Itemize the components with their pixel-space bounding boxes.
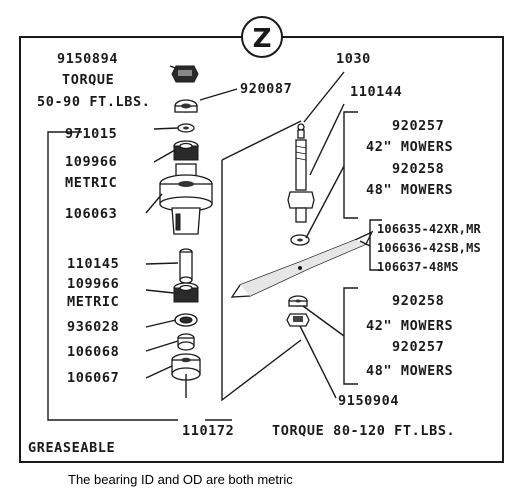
section-badge: Z	[241, 16, 283, 58]
grease-fitting-1030-part	[297, 123, 305, 139]
label-torque-top-value: 50-90 FT.LBS.	[37, 94, 150, 110]
label-upper-920258: 920258	[392, 161, 444, 177]
label-106068: 106068	[67, 344, 119, 360]
label-106063: 106063	[65, 206, 117, 222]
bearing-109966-top-part	[173, 140, 199, 161]
section-letter: Z	[253, 24, 272, 54]
label-metric-top: METRIC	[65, 175, 117, 191]
washer-lower-part	[288, 295, 308, 307]
label-torque-bottom: TORQUE 80-120 FT.LBS.	[272, 423, 455, 439]
label-109966-top: 109966	[65, 154, 117, 170]
leader-lines	[47, 65, 382, 421]
nut-9150904-part	[286, 313, 310, 327]
image-caption: The bearing ID and OD are both metric	[68, 472, 293, 487]
label-blade-106636: 106636-42SB,MS	[377, 241, 481, 255]
label-metric-bottom: METRIC	[67, 294, 119, 310]
diagram-frame	[19, 36, 504, 463]
spindle-housing-106063-part	[159, 163, 213, 235]
label-greaseable: GREASEABLE	[28, 440, 115, 456]
label-lower-48-mowers: 48" MOWERS	[366, 363, 453, 379]
label-9150894: 9150894	[57, 51, 118, 67]
label-936028: 936028	[67, 319, 119, 335]
label-blade-106637: 106637-48MS	[377, 260, 459, 274]
pulley-106067-part	[171, 353, 201, 381]
label-lower-920257: 920257	[392, 339, 444, 355]
washer-920087-part	[174, 99, 198, 113]
label-upper-42-mowers: 42" MOWERS	[366, 139, 453, 155]
label-109966-bottom: 109966	[67, 276, 119, 292]
label-upper-48-mowers: 48" MOWERS	[366, 182, 453, 198]
shaft-envelope-line	[221, 120, 302, 161]
label-lower-42-mowers: 42" MOWERS	[366, 318, 453, 334]
label-lower-920258: 920258	[392, 293, 444, 309]
label-920087: 920087	[240, 81, 292, 97]
label-110145: 110145	[67, 256, 119, 272]
label-110144: 110144	[350, 84, 402, 100]
label-971015: 971015	[65, 126, 117, 142]
label-9150904: 9150904	[338, 393, 399, 409]
label-upper-920257: 920257	[392, 118, 444, 134]
shaft-envelope-line	[221, 160, 302, 402]
shaft-110144-part	[287, 139, 315, 223]
spacer-upper-part	[290, 234, 310, 246]
bearing-109966-bottom-part	[173, 282, 199, 303]
label-110172: 110172	[182, 423, 234, 439]
label-106067: 106067	[67, 370, 119, 386]
label-1030: 1030	[336, 51, 371, 67]
washer-971015-part	[177, 123, 195, 133]
spacer-110145-part	[179, 248, 193, 284]
part-106068	[177, 333, 195, 351]
label-blade-106635: 106635-42XR,MR	[377, 222, 482, 236]
label-torque-top: TORQUE	[62, 72, 114, 88]
nut-9150894-part	[171, 65, 199, 83]
blade-part	[230, 230, 374, 298]
seal-936028-part	[174, 313, 198, 327]
